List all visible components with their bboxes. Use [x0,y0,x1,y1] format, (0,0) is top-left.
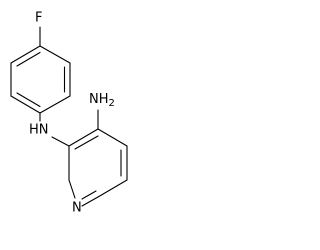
bond-c6-c1 [10,45,41,64]
amino-group-text: NH [89,92,109,107]
bond-c5py-c6py [97,179,128,198]
bond-n-c2py [68,179,76,199]
amino-subscript: 2 [109,98,115,109]
ring-nitrogen-label: N [72,201,82,216]
chemical-structure: F HN NH2 N [10,11,128,216]
double-bond-c6-c1 [16,51,41,67]
bond-nh-c2py [51,136,70,147]
pyridine-ring [68,128,128,207]
fluorophenyl-ring [10,45,71,114]
amino-group-label: NH2 [89,92,115,110]
amine-nh-label: HN [29,123,49,138]
bond-c4-c5 [10,95,41,114]
bond-c3py-c4py [97,128,128,147]
double-bond-c4-c5 [16,92,41,108]
bond-c3-c4 [39,95,71,114]
fluorine-label: F [35,11,42,26]
double-bond-c6py-n [81,190,97,200]
bond-c1-c2 [39,45,71,64]
bond-c2py-c3py [68,128,99,147]
bond-c6py-n [81,196,99,207]
double-bond-c2py-c3py [74,135,99,150]
